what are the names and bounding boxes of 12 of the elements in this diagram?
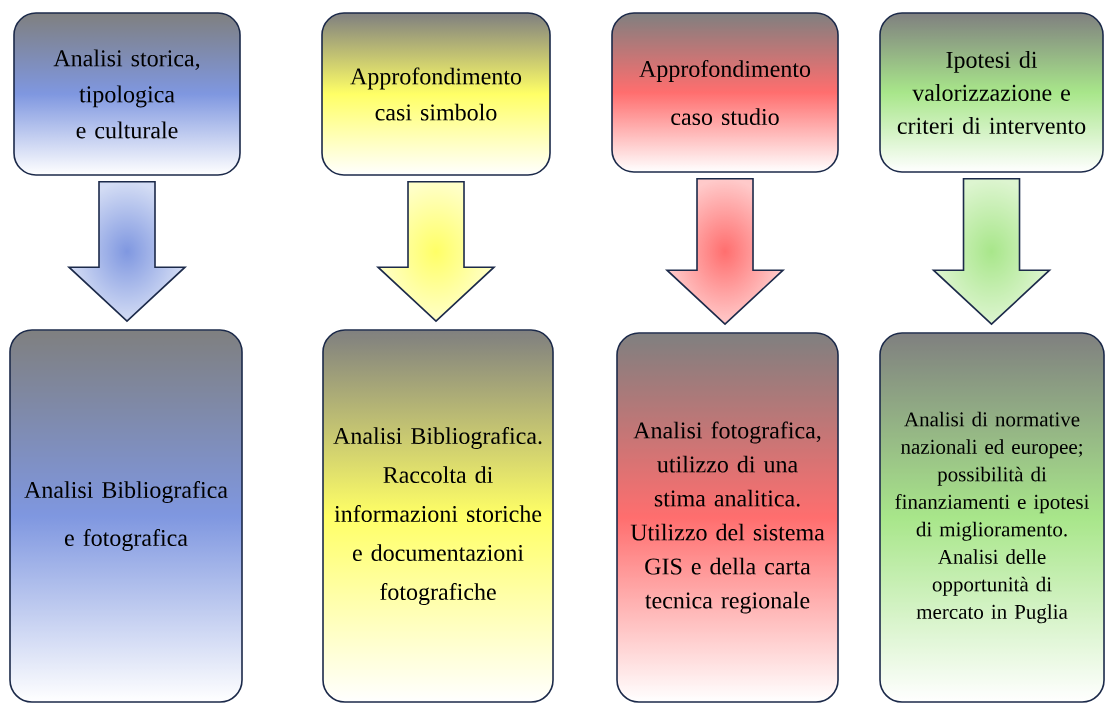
process-box: Analisi fotografica, utilizzo di una stima analitica. Utilizzo del sistema GIS e della carta tecnica regionale [616,332,839,703]
process-box: Analisi Bibliografica e fotografica [9,329,243,703]
process-box: Ipotesi di valorizzazione e criteri di intervento [879,12,1104,173]
process-box: Approfondimento caso studio [611,12,839,173]
block-arrow [664,178,786,326]
block-arrow [66,181,188,323]
block-arrow [931,178,1052,326]
process-box: Analisi Bibliografica. Raccolta di informazioni storiche e documentazioni fotografiche [322,329,554,703]
process-box: Analisi di normative nazionali ed europee; possibilità di finanziamenti e ipotesi di miglioramento. Analisi delle opportunità di mercato in Puglia [879,332,1105,703]
process-box: Analisi storica, tipologica e culturale [13,12,241,176]
process-box: Approfondimento casi simbolo [321,12,551,176]
block-arrow [375,181,497,323]
